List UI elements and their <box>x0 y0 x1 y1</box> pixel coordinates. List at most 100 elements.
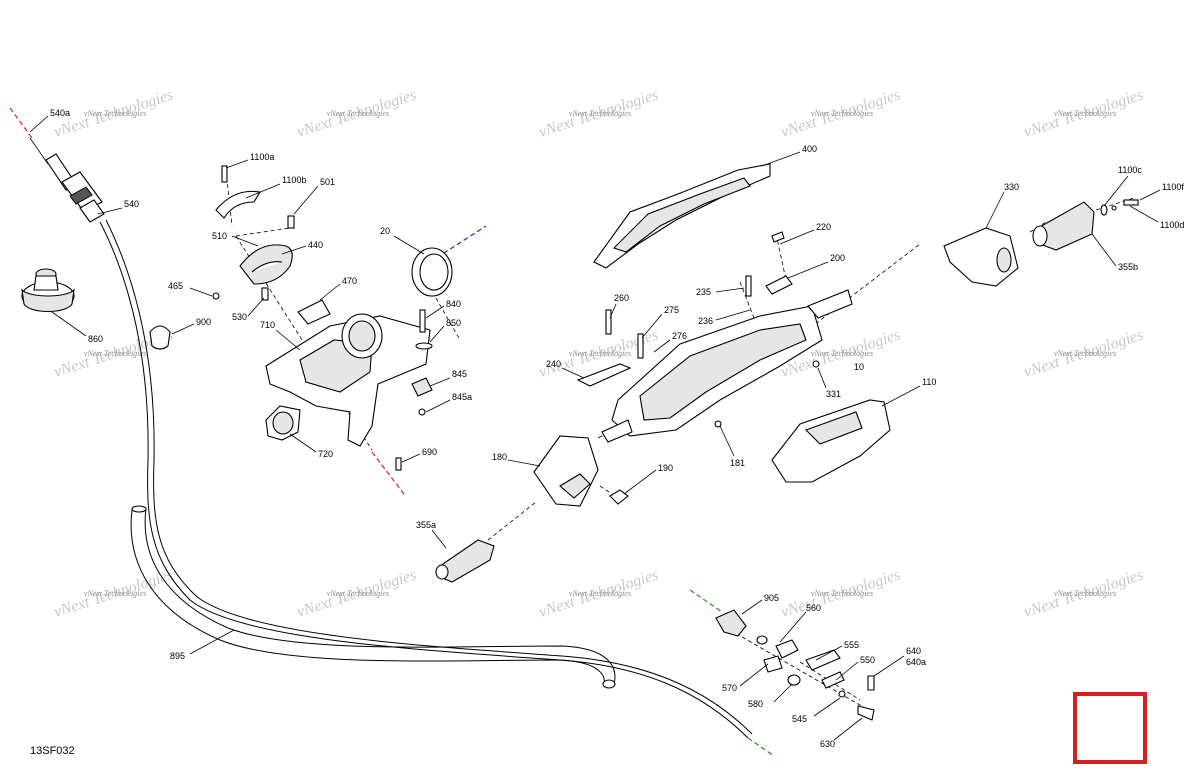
callout-label[interactable]: 355a <box>416 520 436 530</box>
callout-label[interactable]: 355b <box>1118 262 1138 272</box>
callout-label[interactable]: 510 <box>212 231 227 241</box>
callout-label[interactable]: 570 <box>722 683 737 693</box>
callout-label[interactable]: 530 <box>232 312 247 322</box>
callout-label[interactable]: 1100d <box>1160 220 1184 230</box>
part-860-cap <box>21 268 75 313</box>
part-20-ring <box>411 247 453 297</box>
callout-label[interactable]: 20 <box>380 226 390 236</box>
part-180-housing <box>533 435 599 507</box>
lower-linkage-parts <box>756 635 875 721</box>
part-895-hose <box>130 505 616 689</box>
axis-red-top <box>9 107 33 139</box>
callout-label[interactable]: 640a <box>906 657 926 667</box>
callout-label[interactable]: 540a <box>50 108 70 118</box>
callout-label[interactable]: 555 <box>844 640 859 650</box>
callout-label[interactable]: 110 <box>922 377 936 387</box>
axis-green-top <box>689 589 723 613</box>
diagram-reference-code: 13SF032 <box>30 745 75 757</box>
callout-label[interactable]: 720 <box>318 449 333 459</box>
callout-label[interactable]: 640 <box>906 646 921 656</box>
callout-label[interactable]: 1100b <box>282 175 306 185</box>
axis-blue-bottom <box>597 425 623 439</box>
svg-text:vNext Technologies: vNext Technologies <box>1054 589 1116 598</box>
callout-label[interactable]: 470 <box>342 276 357 286</box>
callout-label[interactable]: 200 <box>830 253 845 263</box>
callout-label[interactable]: 545 <box>792 714 807 724</box>
callout-label[interactable]: 260 <box>614 293 629 303</box>
svg-text:vNext Technologies: vNext Technologies <box>327 589 389 598</box>
part-905-boot <box>715 609 747 637</box>
part-110-cover <box>771 399 891 483</box>
callout-label[interactable]: 630 <box>820 739 835 749</box>
fasteners-left <box>212 165 433 471</box>
callout-label[interactable]: 580 <box>748 699 763 709</box>
callout-label[interactable]: 710 <box>260 320 275 330</box>
part-720-adapter <box>265 405 301 441</box>
callout-label[interactable]: 275 <box>664 305 679 315</box>
part-900-clip <box>149 325 171 350</box>
part-190-nut <box>609 489 629 505</box>
callout-label[interactable]: 10 <box>854 362 864 372</box>
axis-green-bottom <box>747 737 775 757</box>
callout-label[interactable]: 1100c <box>1118 165 1142 175</box>
callout-label[interactable]: 845a <box>452 392 472 402</box>
svg-text:vNext Technologies: vNext Technologies <box>84 349 146 358</box>
callout-label[interactable]: 1100a <box>250 152 274 162</box>
callout-label[interactable]: 181 <box>730 458 745 468</box>
callout-label[interactable]: 895 <box>170 651 185 661</box>
callout-label[interactable]: 900 <box>196 317 211 327</box>
callout-label[interactable]: 1100f <box>1162 182 1184 192</box>
callout-label[interactable]: 331 <box>826 389 841 399</box>
fasteners-right <box>1100 199 1139 216</box>
callout-label[interactable]: 850 <box>446 318 461 328</box>
callout-label[interactable]: 240 <box>546 359 561 369</box>
svg-text:vNext Technologies: vNext Technologies <box>569 109 631 118</box>
part-400-cover <box>593 163 771 269</box>
callout-label[interactable]: 400 <box>802 144 817 154</box>
callout-label[interactable]: 235 <box>696 287 711 297</box>
svg-text:vNext Technologies: vNext Technologies <box>811 109 873 118</box>
callout-label[interactable]: 860 <box>88 334 103 344</box>
fasteners-center <box>576 231 820 428</box>
part-10-steering-body <box>601 289 853 443</box>
callout-labels: 540a 540 860 1100a 1100b 501 510 440 465… <box>50 108 1184 749</box>
callout-label[interactable]: 330 <box>1004 182 1019 192</box>
callout-label[interactable]: 190 <box>658 463 673 473</box>
svg-text:vNext Technologies: vNext Technologies <box>811 589 873 598</box>
selection-box[interactable] <box>1073 692 1147 764</box>
callout-label[interactable]: 501 <box>320 177 335 187</box>
svg-text:vNext Technologies: vNext Technologies <box>84 589 146 598</box>
svg-text:vNext Technologies: vNext Technologies <box>1054 109 1116 118</box>
callout-label[interactable]: 465 <box>168 281 183 291</box>
callout-label[interactable]: 845 <box>452 369 467 379</box>
callout-label[interactable]: 690 <box>422 447 437 457</box>
callout-label[interactable]: 236 <box>698 316 713 326</box>
part-510-clamp <box>215 190 261 219</box>
callout-label[interactable]: 560 <box>806 603 821 613</box>
callout-label[interactable]: 540 <box>124 199 139 209</box>
callout-label[interactable]: 550 <box>860 655 875 665</box>
callout-label[interactable]: 180 <box>492 452 507 462</box>
part-355a-grip <box>435 539 495 583</box>
svg-text:vNext Technologies: vNext Technologies <box>327 109 389 118</box>
callout-label[interactable]: 220 <box>816 222 831 232</box>
callout-label[interactable]: 840 <box>446 299 461 309</box>
part-710-bracket <box>265 313 431 447</box>
callout-label[interactable]: 276 <box>672 331 687 341</box>
svg-text:vNext Technologies: vNext Technologies <box>1054 349 1116 358</box>
part-440-clamp <box>239 244 293 285</box>
svg-text:vNext Technologies: vNext Technologies <box>569 589 631 598</box>
callout-label[interactable]: 440 <box>308 240 323 250</box>
axis-red-bottom <box>371 451 405 495</box>
callout-label[interactable]: 905 <box>764 593 779 603</box>
